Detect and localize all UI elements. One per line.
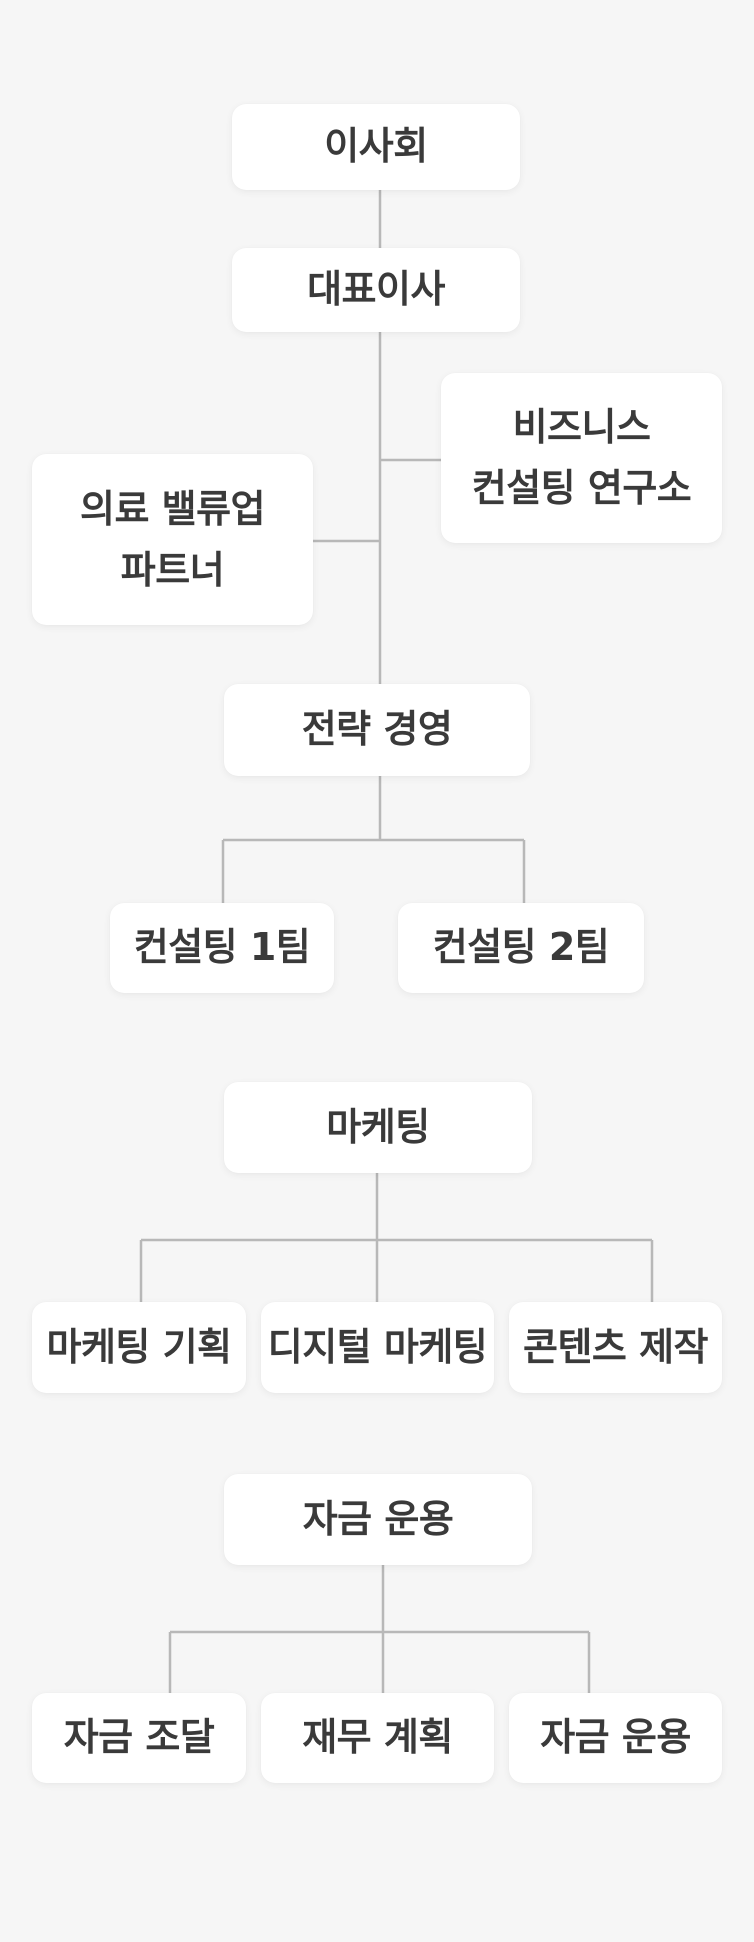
marketing-node: 마케팅 — [224, 1082, 532, 1173]
medical-partner-node: 의료 밸류업 파트너 — [32, 454, 313, 625]
ceo-node: 대표이사 — [232, 248, 520, 332]
research-lab-node: 비즈니스 컨설팅 연구소 — [441, 373, 722, 543]
marketing-team-node: 디지털 마케팅 — [261, 1302, 494, 1393]
marketing-team-node: 콘텐츠 제작 — [509, 1302, 722, 1393]
strategy-team-node: 컨설팅 1팀 — [110, 903, 334, 993]
strategy-node: 전략 경영 — [224, 684, 530, 776]
board-node: 이사회 — [232, 104, 520, 190]
finance-team-node: 자금 운용 — [509, 1693, 722, 1783]
marketing-team-node: 마케팅 기획 — [32, 1302, 246, 1393]
finance-team-node: 재무 계획 — [261, 1693, 494, 1783]
finance-team-node: 자금 조달 — [32, 1693, 246, 1783]
strategy-team-node: 컨설팅 2팀 — [398, 903, 644, 993]
finance-node: 자금 운용 — [224, 1474, 532, 1565]
